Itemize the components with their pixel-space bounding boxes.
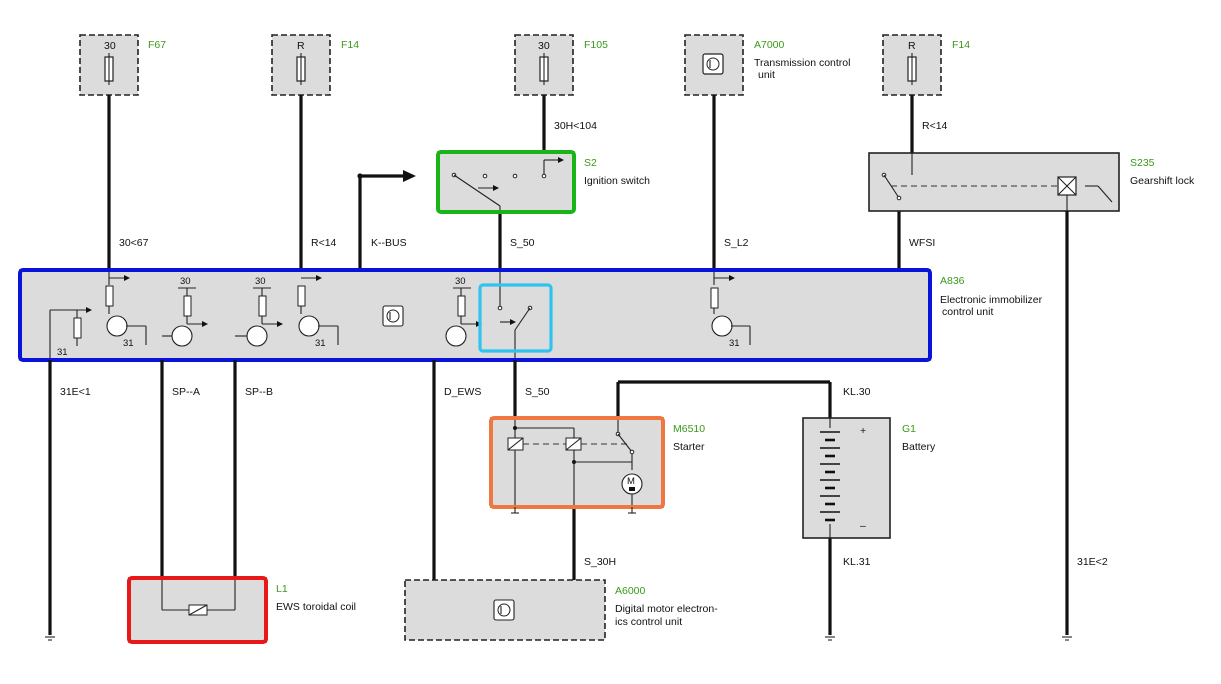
gearshift-lock[interactable]: S235 Gearshift lock xyxy=(868,152,1195,212)
starter[interactable]: M M6510 Starter xyxy=(489,416,705,509)
svg-text:31: 31 xyxy=(729,338,740,349)
fuse-f105[interactable]: 30 F105 xyxy=(514,34,608,96)
svg-text:Gearshift lock: Gearshift lock xyxy=(1130,175,1195,187)
coil-highlight xyxy=(127,576,268,644)
svg-text:F14: F14 xyxy=(341,39,359,51)
svg-text:30: 30 xyxy=(255,276,266,287)
svg-text:D_EWS: D_EWS xyxy=(444,386,481,398)
svg-text:F14: F14 xyxy=(952,39,970,51)
svg-text:control unit: control unit xyxy=(942,306,993,318)
svg-text:M: M xyxy=(627,476,635,487)
immobilizer-control-unit[interactable]: 31 31 30 30 xyxy=(18,268,1043,362)
svg-text:A7000: A7000 xyxy=(754,39,785,51)
svg-text:K--BUS: K--BUS xyxy=(371,237,407,249)
svg-text:S_30H: S_30H xyxy=(584,556,616,568)
relay-contact-highlight xyxy=(478,283,553,353)
svg-text:+: + xyxy=(860,425,866,437)
svg-text:SP--B: SP--B xyxy=(245,386,273,398)
svg-text:Starter: Starter xyxy=(673,441,705,453)
svg-text:Battery: Battery xyxy=(902,441,936,453)
svg-text:S_50: S_50 xyxy=(525,386,550,398)
svg-text:R: R xyxy=(908,40,916,52)
svg-text:30: 30 xyxy=(455,276,466,287)
svg-text:S235: S235 xyxy=(1130,157,1155,169)
svg-text:WFSI: WFSI xyxy=(909,237,935,249)
svg-text:Digital motor electron-: Digital motor electron- xyxy=(615,603,718,615)
svg-text:A6000: A6000 xyxy=(615,585,646,597)
svg-text:30<67: 30<67 xyxy=(119,237,149,249)
svg-text:S2: S2 xyxy=(584,157,597,169)
fuse-f14-right[interactable]: R F14 xyxy=(882,34,970,96)
svg-text:A836: A836 xyxy=(940,275,965,287)
svg-text:30: 30 xyxy=(104,40,116,52)
svg-text:L1: L1 xyxy=(276,583,288,595)
svg-text:KL.31: KL.31 xyxy=(843,556,871,568)
svg-text:Ignition switch: Ignition switch xyxy=(584,175,650,187)
ews-toroidal-coil[interactable]: L1 EWS toroidal coil xyxy=(127,576,356,644)
fuse-f67[interactable]: 30 F67 xyxy=(79,34,166,96)
svg-text:31: 31 xyxy=(57,347,68,358)
fuse-f14-left[interactable]: R F14 xyxy=(271,34,359,96)
battery[interactable]: + – G1 Battery xyxy=(802,417,936,539)
svg-text:31E<1: 31E<1 xyxy=(60,386,91,398)
ignition-switch[interactable]: S2 Ignition switch xyxy=(436,150,650,214)
svg-text:M6510: M6510 xyxy=(673,423,705,435)
svg-text:SP--A: SP--A xyxy=(172,386,200,398)
ignition-switch-highlight xyxy=(436,150,576,214)
svg-text:30: 30 xyxy=(538,40,550,52)
svg-text:30: 30 xyxy=(180,276,191,287)
svg-text:R<14: R<14 xyxy=(922,120,948,132)
svg-text:30H<104: 30H<104 xyxy=(554,120,597,132)
svg-text:EWS toroidal coil: EWS toroidal coil xyxy=(276,601,356,613)
immobilizer-highlight xyxy=(18,268,932,362)
svg-text:R: R xyxy=(297,40,305,52)
svg-text:–: – xyxy=(860,520,866,532)
svg-text:S_50: S_50 xyxy=(510,237,535,249)
svg-text:Transmission control: Transmission control xyxy=(754,57,850,69)
svg-text:31E<2: 31E<2 xyxy=(1077,556,1108,568)
svg-text:31: 31 xyxy=(315,338,326,349)
svg-text:KL.30: KL.30 xyxy=(843,386,871,398)
starter-highlight xyxy=(489,416,665,509)
svg-text:unit: unit xyxy=(758,69,775,81)
transmission-control-unit[interactable]: A7000 Transmission control unit xyxy=(684,34,850,96)
svg-text:F67: F67 xyxy=(148,39,166,51)
svg-text:R<14: R<14 xyxy=(311,237,337,249)
svg-text:Electronic immobilizer: Electronic immobilizer xyxy=(940,294,1043,306)
svg-text:ics control unit: ics control unit xyxy=(615,616,682,628)
svg-text:F105: F105 xyxy=(584,39,608,51)
digital-motor-electronics-unit[interactable]: A6000 Digital motor electron- ics contro… xyxy=(404,579,718,641)
svg-text:S_L2: S_L2 xyxy=(724,237,749,249)
svg-text:31: 31 xyxy=(123,338,134,349)
svg-text:G1: G1 xyxy=(902,423,916,435)
